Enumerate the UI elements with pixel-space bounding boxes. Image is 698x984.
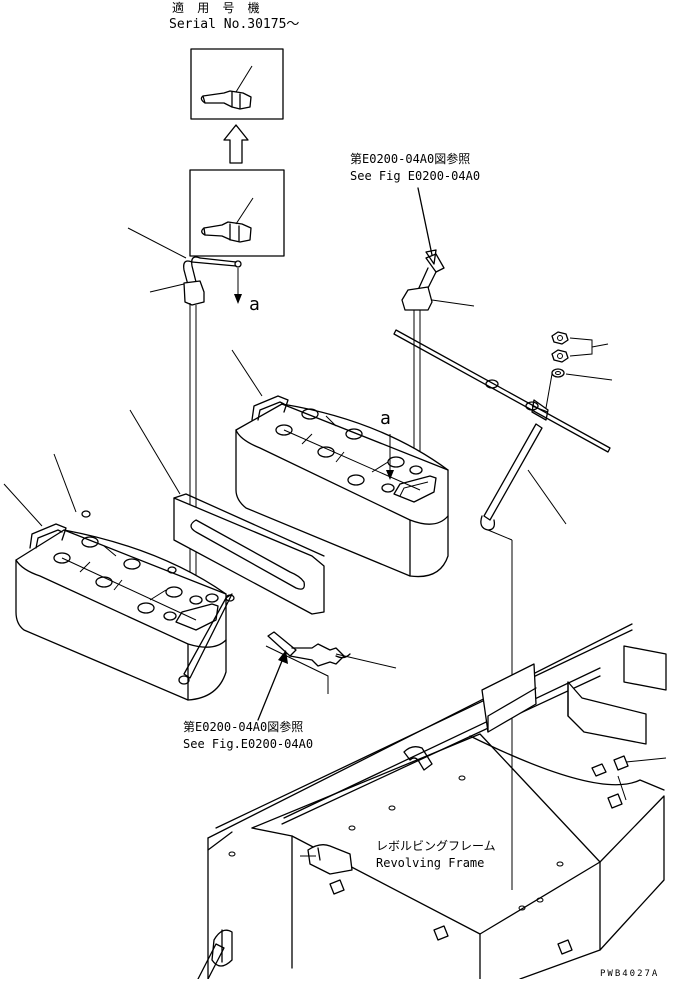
reference-top-leader	[417, 187, 433, 256]
revolving-frame	[197, 623, 667, 980]
battery-rear	[231, 349, 449, 578]
marker-arrow-icon	[386, 470, 394, 480]
marker-arrow-icon	[234, 294, 242, 304]
detail-box-new	[190, 48, 284, 120]
reference-top-en: See Fig E0200-04A0	[350, 169, 480, 183]
leader-arrowhead-icon	[425, 249, 437, 265]
reference-bottom-jp: 第E0200-04A0図参照	[183, 719, 303, 734]
upgrade-arrow-icon	[223, 124, 249, 164]
nut-icon	[551, 349, 569, 363]
spacer-pad	[129, 409, 325, 615]
washer-icon	[551, 368, 565, 378]
drawing-number: PWB4027A	[600, 969, 659, 979]
frame-label-en: Revolving Frame	[376, 856, 484, 870]
marker-a-top: a	[249, 294, 260, 315]
leader-arrowhead-icon	[278, 650, 288, 664]
ground-cable	[265, 631, 397, 694]
hold-down-bracket	[393, 329, 613, 453]
reference-bottom-leader	[257, 655, 285, 721]
j-bolt	[480, 423, 567, 890]
frame-label-jp: レボルビングフレーム	[376, 839, 496, 853]
applicability-title: 適 用 号 機	[172, 0, 263, 15]
marker-a-middle: a	[380, 408, 391, 429]
nut-icon	[551, 331, 569, 345]
reference-bottom-en: See Fig.E0200-04A0	[183, 737, 313, 751]
battery-cable-right	[401, 253, 475, 470]
reference-top-jp: 第E0200-04A0図参照	[350, 151, 470, 166]
battery-front	[3, 453, 235, 701]
detail-box-old	[189, 169, 285, 257]
serial-number: Serial No.30175～	[169, 17, 299, 32]
